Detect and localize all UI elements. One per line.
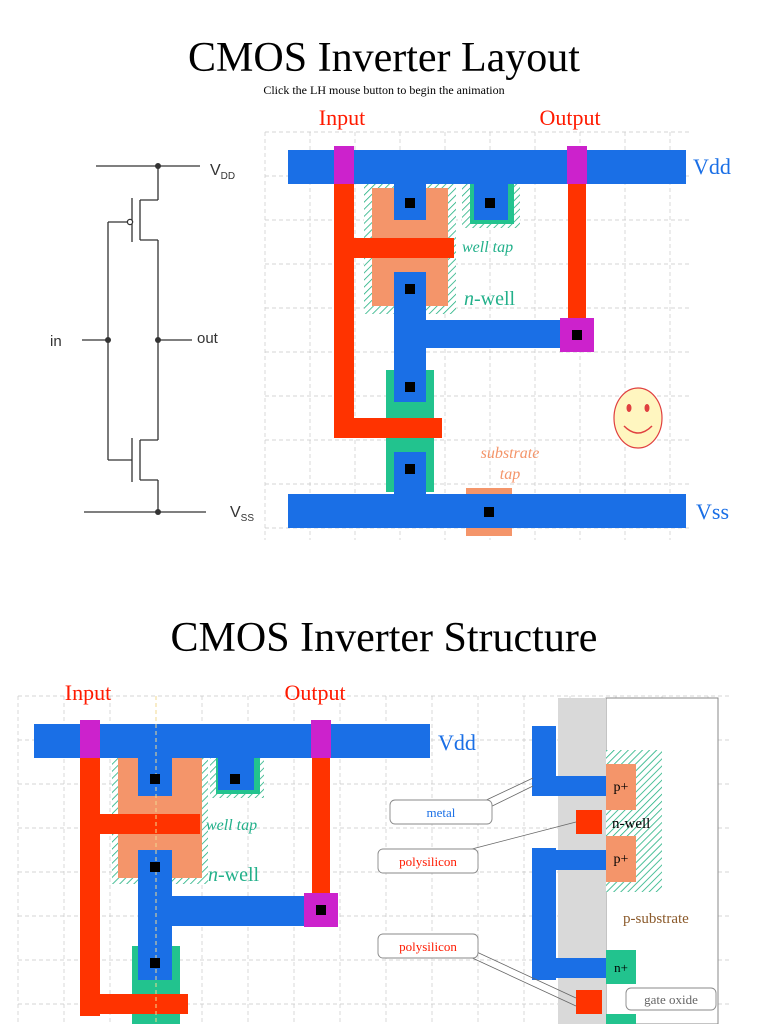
pmos-gate-poly: [334, 238, 454, 258]
n-plus-region-bottom: [606, 1014, 636, 1024]
schematic-out-label: out: [197, 330, 219, 347]
slide-subtitle[interactable]: Click the LH mouse button to begin the a…: [263, 83, 505, 97]
pmos-gate-poly: [80, 814, 200, 834]
polysilicon-callout-label: polysilicon: [399, 939, 457, 954]
polysilicon-callout-label: polysilicon: [399, 854, 457, 869]
p-plus-label: p+: [614, 852, 629, 867]
n-well-label: n-well: [464, 288, 516, 310]
layout-diagram: VDD VSS in out: [50, 105, 731, 540]
output-label: Output: [539, 105, 600, 130]
well-tap-label: well tap: [462, 239, 513, 256]
schematic-in-label: in: [50, 333, 62, 350]
well-tap-strap: [474, 170, 508, 220]
input-via: [80, 720, 100, 758]
metal-cross-section-finger: [556, 958, 606, 978]
output-strap: [394, 320, 566, 348]
output-strap: [138, 896, 314, 926]
schematic-node: [155, 337, 161, 343]
structure-diagram: Input Output Vdd well tap n-well p+ n-we…: [17, 680, 730, 1024]
poly-gate-cross-section-bottom: [576, 990, 602, 1014]
vdd-label: Vdd: [438, 730, 476, 755]
structure-slide: CMOS Inverter Structure: [0, 600, 768, 1024]
input-via: [334, 146, 354, 184]
metal-callout-label: metal: [427, 805, 456, 820]
input-label: Input: [319, 105, 365, 130]
nmos-gate-poly: [80, 994, 188, 1014]
metal-cross-section-top: [532, 726, 606, 796]
p-plus-region-top: [606, 764, 636, 810]
p-plus-label: p+: [614, 780, 629, 795]
gate-oxide-callout: gate oxide: [625, 987, 717, 1011]
smiley-icon: [613, 387, 663, 449]
p-plus-region-bottom: [606, 836, 636, 882]
n-well-cs-label: n-well: [612, 816, 650, 832]
schematic-vdd-label: VDD: [210, 162, 235, 182]
vss-label: Vss: [696, 499, 729, 524]
slide-title: CMOS Inverter Structure: [170, 615, 598, 661]
output-top-via: [311, 720, 331, 758]
output-label: Output: [284, 680, 345, 705]
output-poly: [568, 150, 586, 340]
metal-callout: metal: [389, 777, 534, 825]
metal-cross-section-finger: [556, 850, 606, 870]
p-substrate-label: p-substrate: [623, 911, 689, 927]
output-poly: [312, 720, 330, 910]
schematic-node: [155, 163, 161, 169]
polysilicon-callout-top: polysilicon: [377, 821, 577, 874]
gate-oxide-callout-label: gate oxide: [644, 992, 698, 1007]
input-poly-vertical: [334, 150, 354, 438]
pmos-source-strap: [138, 740, 172, 796]
schematic-node: [155, 509, 161, 515]
vdd-label: Vdd: [693, 154, 731, 179]
slide-title: CMOS Inverter Layout: [188, 35, 580, 81]
inverter-schematic: [82, 165, 206, 513]
well-tap-label: well tap: [206, 817, 257, 834]
input-poly-vertical: [80, 720, 100, 1016]
n-plus-region: [606, 950, 636, 984]
poly-gate-cross-section-top: [576, 810, 602, 834]
contacts: [405, 198, 582, 517]
input-label: Input: [65, 680, 111, 705]
contacts: [150, 774, 326, 968]
substrate-label: substrate: [481, 445, 540, 462]
pmos-source-strap: [394, 170, 426, 220]
layout-slide: CMOS Inverter Layout Click the LH mouse …: [50, 35, 731, 540]
n-plus-label: n+: [614, 960, 628, 975]
tap-label: tap: [500, 466, 520, 483]
metal-cross-section-bottom: [532, 848, 556, 980]
schematic-node: [105, 337, 111, 343]
output-top-via: [567, 146, 587, 184]
polysilicon-callout-bottom: polysilicon: [377, 933, 577, 1007]
schematic-vss-label: VSS: [230, 504, 254, 524]
nmos-gate-poly: [334, 418, 442, 438]
n-well-label: n-well: [208, 864, 260, 886]
